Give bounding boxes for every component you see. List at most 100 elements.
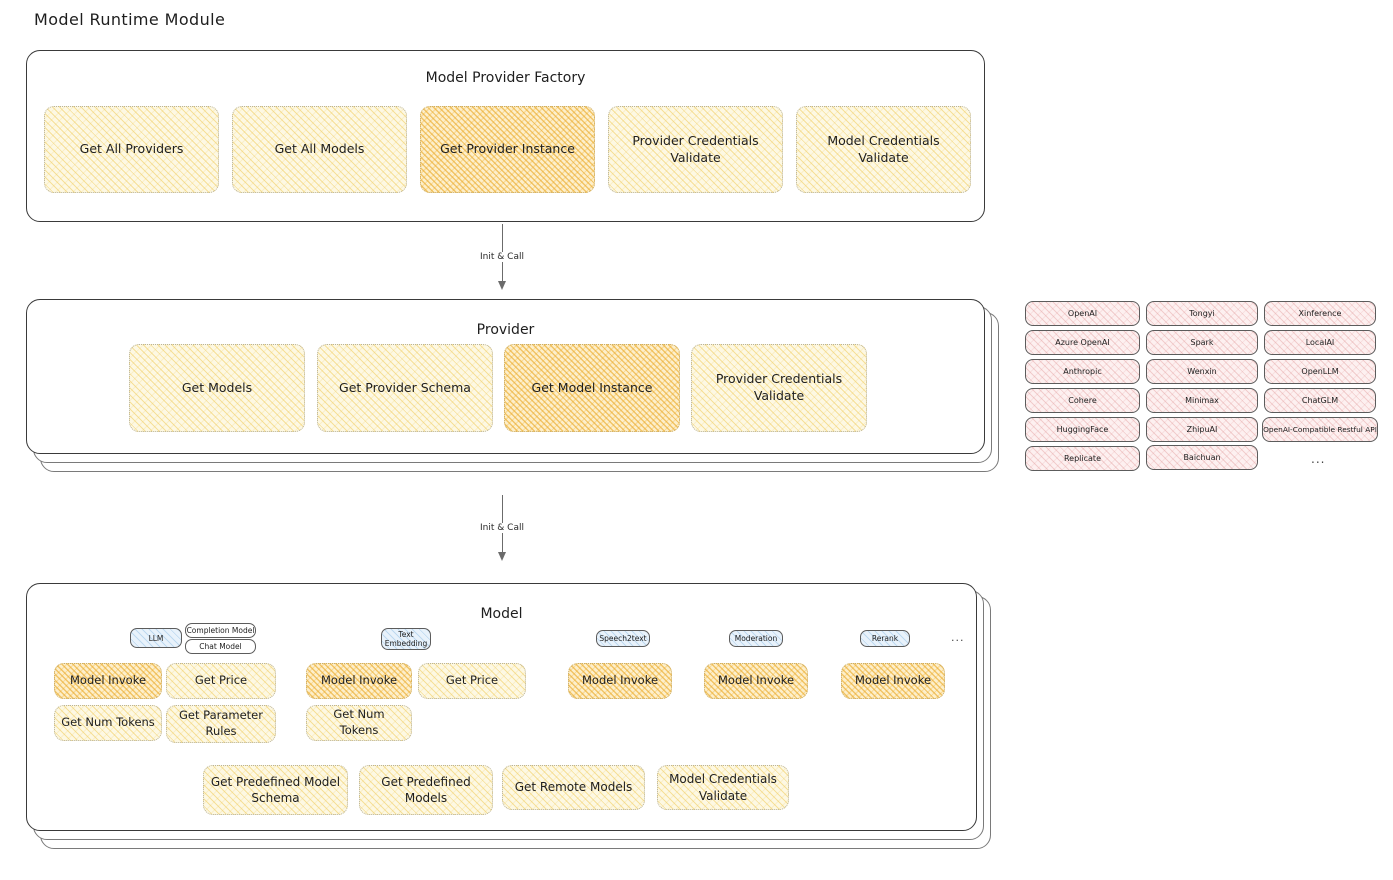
- text-embedding-method-get-num-tokens[interactable]: Get Num Tokens: [306, 705, 412, 741]
- badge-label: Chat Model: [199, 642, 242, 651]
- model-subtype-badge-completion-model[interactable]: Completion Model: [185, 623, 256, 638]
- factory-node-label: Get All Models: [274, 141, 365, 157]
- provider-title: Provider: [476, 322, 535, 338]
- model-common-get-predefined-models[interactable]: Get Predefined Models: [359, 765, 493, 815]
- arrow-provider-to-model-head: [498, 552, 506, 561]
- provider-chip-label: Replicate: [1063, 454, 1101, 463]
- provider-node-get-provider-schema[interactable]: Get Provider Schema: [317, 344, 493, 432]
- provider-chip-label: Minimax: [1185, 396, 1219, 405]
- provider-chip-minimax[interactable]: Minimax: [1146, 388, 1258, 413]
- provider-chip-openai[interactable]: OpenAI: [1025, 301, 1140, 326]
- provider-chip-localai[interactable]: LocalAI: [1264, 330, 1376, 355]
- provider-chip-cohere[interactable]: Cohere: [1025, 388, 1140, 413]
- method-label: Model Invoke: [854, 673, 932, 688]
- provider-chip-label: ChatGLM: [1301, 396, 1339, 405]
- text-embedding-method-model-invoke[interactable]: Model Invoke: [306, 663, 412, 699]
- method-label: Model Invoke: [581, 673, 659, 688]
- model-type-badge-text-embedding[interactable]: Text Embedding: [381, 628, 431, 650]
- model-title: Model: [480, 606, 523, 622]
- model-type-badge-moderation[interactable]: Moderation: [729, 630, 783, 647]
- provider-chip-label: Xinference: [1298, 309, 1342, 318]
- method-label: Model Invoke: [717, 673, 795, 688]
- page-title: Model Runtime Module: [34, 10, 226, 29]
- provider-chip-label: LocalAI: [1305, 338, 1335, 347]
- method-label: Get Price: [194, 673, 248, 688]
- arrow-provider-to-model-label: Init & Call: [476, 523, 528, 533]
- method-label: Get Predefined Models: [381, 774, 471, 805]
- provider-chip-label: Tongyi: [1189, 309, 1215, 318]
- badge-label: Text Embedding: [384, 630, 428, 648]
- provider-chip-huggingface[interactable]: HuggingFace: [1025, 417, 1140, 442]
- model-common-model-credentials-validate[interactable]: Model Credentials Validate: [657, 765, 789, 810]
- provider-list-more-ellipsis: ...: [1311, 452, 1326, 466]
- llm-method-get-price[interactable]: Get Price: [166, 663, 276, 699]
- provider-node-label: Get Model Instance: [531, 379, 653, 395]
- factory-node-label: Model Credentials Validate: [827, 132, 940, 165]
- llm-method-get-parameter-rules[interactable]: Get Parameter Rules: [166, 705, 276, 743]
- provider-node-get-models[interactable]: Get Models: [129, 344, 305, 432]
- model-common-get-predefined-model-schema[interactable]: Get Predefined Model Schema: [203, 765, 348, 815]
- arrow-factory-to-provider-label: Init & Call: [476, 252, 528, 262]
- factory-node-label: Provider Credentials Validate: [632, 132, 759, 165]
- model-subtype-badge-chat-model[interactable]: Chat Model: [185, 639, 256, 654]
- method-label: Get Remote Models: [514, 780, 633, 795]
- provider-chip-tongyi[interactable]: Tongyi: [1146, 301, 1258, 326]
- provider-node-provider-credentials-validate[interactable]: Provider Credentials Validate: [691, 344, 867, 432]
- provider-chip-label: Cohere: [1068, 396, 1097, 405]
- provider-chip-label: Baichuan: [1183, 453, 1221, 462]
- model-type-badge-rerank[interactable]: Rerank: [860, 630, 910, 647]
- factory-node-model-credentials-validate[interactable]: Model Credentials Validate: [796, 106, 971, 193]
- llm-method-model-invoke[interactable]: Model Invoke: [54, 663, 162, 699]
- provider-chip-label: Azure OpenAI: [1055, 338, 1110, 347]
- provider-node-label: Get Models: [181, 379, 253, 395]
- speech2text-method-model-invoke[interactable]: Model Invoke: [568, 663, 672, 699]
- provider-chip-label: Spark: [1190, 338, 1214, 347]
- factory-node-get-provider-instance[interactable]: Get Provider Instance: [420, 106, 595, 193]
- provider-chip-label: OpenAI-Compatible Restful API: [1263, 425, 1377, 434]
- provider-chip-label: Wenxin: [1187, 367, 1217, 376]
- factory-node-label: Get Provider Instance: [440, 141, 575, 157]
- provider-chip-anthropic[interactable]: Anthropic: [1025, 359, 1140, 384]
- factory-node-provider-credentials-validate[interactable]: Provider Credentials Validate: [608, 106, 783, 193]
- provider-node-label: Provider Credentials Validate: [715, 371, 843, 403]
- method-label: Model Invoke: [320, 673, 398, 688]
- provider-node-get-model-instance[interactable]: Get Model Instance: [504, 344, 680, 432]
- provider-chip-label: ZhipuAI: [1186, 425, 1218, 434]
- method-label: Get Num Tokens: [333, 707, 385, 737]
- badge-label: Completion Model: [186, 626, 255, 635]
- provider-chip-replicate[interactable]: Replicate: [1025, 446, 1140, 471]
- model-common-get-remote-models[interactable]: Get Remote Models: [502, 765, 645, 810]
- model-provider-factory-title: Model Provider Factory: [425, 70, 586, 86]
- badge-label: Moderation: [734, 634, 778, 643]
- provider-node-label: Get Provider Schema: [339, 379, 471, 395]
- badge-label: LLM: [148, 633, 164, 643]
- factory-node-label: Get All Providers: [79, 141, 184, 157]
- provider-chip-chatglm[interactable]: ChatGLM: [1264, 388, 1376, 413]
- provider-chip-azure-openai[interactable]: Azure OpenAI: [1025, 330, 1140, 355]
- factory-node-get-all-models[interactable]: Get All Models: [232, 106, 407, 193]
- text-embedding-method-get-price[interactable]: Get Price: [418, 663, 526, 699]
- method-label: Get Num Tokens: [61, 715, 155, 730]
- method-label: Get Price: [445, 673, 499, 688]
- provider-chip-openllm[interactable]: OpenLLM: [1264, 359, 1376, 384]
- badge-label: Rerank: [871, 634, 899, 643]
- provider-chip-wenxin[interactable]: Wenxin: [1146, 359, 1258, 384]
- provider-chip-label: OpenLLM: [1301, 367, 1339, 376]
- factory-node-get-all-providers[interactable]: Get All Providers: [44, 106, 219, 193]
- arrow-factory-to-provider-head: [498, 281, 506, 290]
- method-label: Get Parameter Rules: [179, 708, 263, 738]
- provider-chip-zhipuai[interactable]: ZhipuAI: [1146, 417, 1258, 442]
- moderation-method-model-invoke[interactable]: Model Invoke: [704, 663, 808, 699]
- method-label: Model Invoke: [69, 673, 147, 688]
- model-type-badge-speech2text[interactable]: Speech2text: [596, 630, 650, 647]
- model-type-badge-llm[interactable]: LLM: [130, 628, 182, 648]
- model-types-more-ellipsis: ...: [951, 631, 965, 644]
- rerank-method-model-invoke[interactable]: Model Invoke: [841, 663, 945, 699]
- method-label: Get Predefined Model Schema: [210, 774, 341, 805]
- provider-chip-spark[interactable]: Spark: [1146, 330, 1258, 355]
- provider-chip-label: OpenAI: [1067, 309, 1098, 318]
- provider-chip-baichuan[interactable]: Baichuan: [1146, 445, 1258, 470]
- provider-chip-openai-compatible-restful-api[interactable]: OpenAI-Compatible Restful API: [1262, 417, 1378, 442]
- provider-chip-xinference[interactable]: Xinference: [1264, 301, 1376, 326]
- llm-method-get-num-tokens[interactable]: Get Num Tokens: [54, 705, 162, 741]
